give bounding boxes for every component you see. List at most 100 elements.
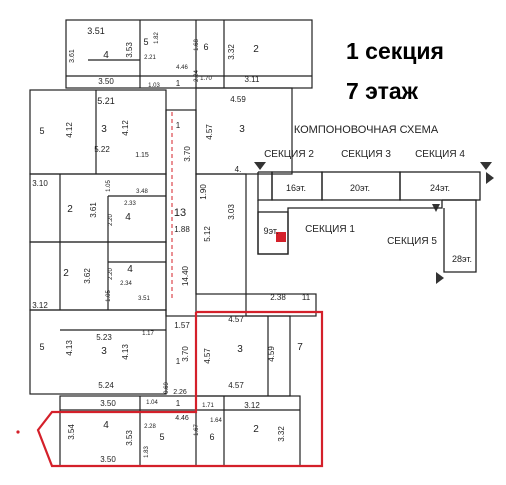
plan-label: 2.20: [108, 214, 114, 226]
plan-labels: 3.51 3.61 4 3.53 5 1.82 2.21 4.46 1.68 6…: [32, 26, 310, 464]
current-section-marker: [276, 232, 286, 242]
highlight-outline: [36, 310, 324, 468]
plan-label: 4.: [235, 165, 242, 174]
plan-label: 5.21: [97, 96, 115, 106]
plan-label: 3.62: [83, 268, 92, 284]
plan-label: 3: [239, 124, 245, 135]
plan-label: 5.12: [203, 226, 212, 242]
wall-core: [195, 173, 247, 295]
plan-label: 3.70: [183, 146, 192, 162]
plan-label: 0.69: [164, 382, 170, 394]
plan-label: 3.61: [69, 49, 76, 63]
plan-label: 3: [101, 346, 107, 357]
section-1-label: СЕКЦИЯ 1: [305, 224, 355, 235]
plan-label: 3: [237, 344, 243, 355]
floor-24-label: 24эт.: [430, 183, 450, 193]
plan-label: 1.17: [142, 331, 154, 337]
plan-label: 2.34: [120, 281, 132, 287]
scheme-block-24: [399, 171, 481, 201]
plan-label: 3.51: [87, 26, 105, 36]
plan-label: 3: [101, 124, 107, 135]
plan-label: 4.57: [205, 124, 214, 140]
section-3-label: СЕКЦИЯ 3: [341, 149, 391, 160]
plan-label: 4.12: [121, 120, 130, 136]
plan-label: 4: [125, 212, 131, 223]
plan-label: 5: [159, 432, 164, 442]
plan-label: 3.53: [125, 42, 134, 58]
plan-label: 4: [127, 264, 133, 275]
plan-label: 4: [103, 420, 109, 431]
arrow-side-icon: [486, 172, 494, 184]
plan-label: 2: [253, 44, 259, 55]
plan-label: 13: [174, 207, 186, 219]
plan-label: 14.40: [181, 265, 190, 286]
plan-label: 7: [297, 342, 303, 353]
plan-label: 3.48: [136, 189, 148, 195]
wall-apt-3-left: [29, 309, 167, 395]
plan-label: 2.28: [144, 424, 156, 430]
plan-label: 4.57: [228, 315, 244, 324]
wall-top-block: [65, 19, 313, 89]
plan-label: 2.38: [270, 293, 286, 302]
plan-label: 1.71: [202, 403, 214, 409]
floor-title: 7 этаж: [346, 78, 418, 104]
plan-label: 4.57: [203, 348, 212, 364]
plan-label: 1.05: [106, 180, 112, 192]
plan-label: 3.32: [227, 44, 236, 60]
plan-label: 3.70: [181, 346, 190, 362]
scheme-block-9: [257, 211, 289, 255]
plan-label: 3.61: [89, 202, 98, 218]
plan-label: 2.26: [173, 389, 187, 396]
plan-label: 3.12: [32, 301, 48, 310]
plan-label: 3.54: [67, 424, 76, 440]
plan-label: 4.13: [65, 340, 74, 356]
plan-label: 1.70: [200, 76, 212, 82]
plan-label: 3.50: [100, 399, 116, 408]
arrow-bottom-icon: [436, 272, 444, 284]
plan-label: 2.24: [194, 70, 200, 82]
plan-label: 5.24: [98, 381, 114, 390]
section-title: 1 секция: [346, 38, 444, 64]
plan-label: 1.64: [210, 418, 222, 424]
plan-label: 5: [39, 126, 44, 136]
plan-label: 2: [253, 424, 259, 435]
arrow-left-icon: [254, 162, 266, 170]
floor-20-label: 20эт.: [350, 183, 370, 193]
plan-label: 1.57: [174, 321, 190, 330]
plan-label: 1: [176, 79, 181, 88]
plan-label: 4: [103, 50, 109, 61]
plan-label: 6: [203, 42, 208, 52]
plan-label: 4.59: [267, 346, 276, 362]
floor-28-label: 28эт.: [452, 254, 472, 264]
red-dot: [16, 430, 20, 434]
plan-label: 3.32: [277, 426, 286, 442]
plan-label: 1: [176, 121, 181, 130]
plan-label: 1.03: [148, 83, 160, 89]
wall-apt-2-upper: [29, 173, 167, 243]
floor-9-label: 9эт.: [263, 226, 278, 236]
scheme-block-left: [257, 171, 273, 201]
scheme-block-5: [442, 199, 477, 273]
arrow-right-icon: [480, 162, 492, 170]
plan-label: 4.57: [228, 381, 244, 390]
plan-label: 5: [143, 37, 148, 47]
plan-label: 5.23: [96, 333, 112, 342]
section-4-label: СЕКЦИЯ 4: [415, 149, 465, 160]
plan-label: 1.83: [144, 446, 150, 458]
plan-label: 1.82: [154, 32, 160, 44]
plan-label: 1: [176, 357, 181, 366]
plan-label: 3.03: [227, 204, 236, 220]
plan-label: 2: [63, 268, 69, 279]
floor-16-label: 16эт.: [286, 183, 306, 193]
plan-label: 2: [67, 204, 73, 215]
plan-label: 3.11: [245, 75, 261, 84]
plan-label: 3.50: [98, 77, 114, 86]
plan-label: 2.20: [108, 268, 114, 280]
plan-label: 1: [176, 399, 181, 408]
plan-label: 3.10: [32, 179, 48, 188]
plan-label: 3.51: [138, 296, 150, 302]
plan-label: 4.46: [176, 65, 188, 71]
building-walls: [29, 19, 317, 467]
plan-label: 6: [209, 432, 214, 442]
plan-label: 4.59: [230, 95, 246, 104]
